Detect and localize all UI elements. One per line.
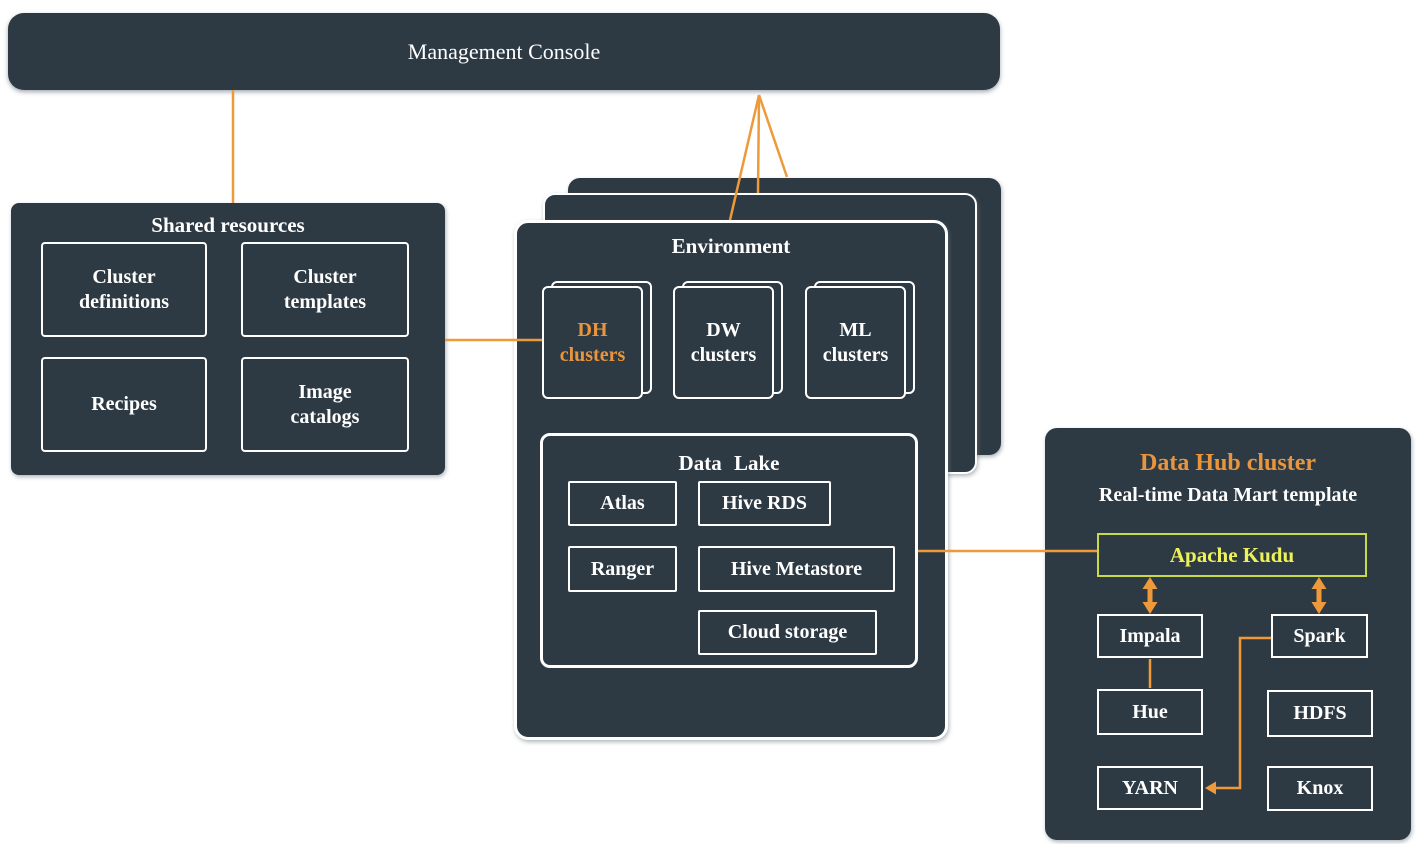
environment-title: Environment [671, 234, 791, 258]
impala-box: Impala [1097, 614, 1203, 658]
impala-label: Impala [1119, 624, 1181, 647]
cluster-definitions-box: Cluster definitions [41, 242, 207, 337]
environment-box: Environment DH clusters DW clusters ML c… [514, 220, 948, 740]
hive-metastore-label: Hive Metastore [730, 557, 863, 580]
apache-kudu-label: Apache Kudu [1169, 542, 1295, 567]
ranger-box: Ranger [568, 546, 677, 592]
recipes-label: Recipes [91, 393, 157, 415]
spark-label: Spark [1293, 624, 1346, 647]
hue-box: Hue [1097, 689, 1203, 735]
data-hub-subtitle: Real-time Data Mart template [1098, 484, 1358, 506]
ranger-label: Ranger [590, 557, 655, 580]
data-lake-title: Data Lake [678, 451, 780, 475]
cluster-templates-label: Cluster templates [283, 265, 367, 313]
image-catalogs-label: Image catalogs [290, 380, 360, 428]
spark-box: Spark [1271, 614, 1368, 658]
shared-resources-title: Shared resources [151, 213, 305, 237]
dh-clusters-label: DH clusters [559, 318, 626, 366]
hue-label: Hue [1132, 700, 1168, 723]
data-lake-box: Data Lake Atlas Hive RDS Ranger Hive Met… [540, 433, 918, 668]
management-console-box: Management Console [8, 13, 1000, 90]
management-console-label: Management Console [407, 38, 601, 64]
hive-rds-label: Hive RDS [722, 492, 807, 514]
cloud-storage-box: Cloud storage [698, 610, 877, 655]
ml-clusters-box: ML clusters [805, 286, 906, 399]
apache-kudu-box: Apache Kudu [1097, 533, 1367, 577]
dw-clusters-box: DW clusters [673, 286, 774, 399]
hive-rds-box: Hive RDS [698, 481, 831, 526]
shared-resources-box: Shared resources Cluster definitions Clu… [11, 203, 445, 475]
atlas-box: Atlas [568, 481, 677, 526]
atlas-label: Atlas [600, 492, 645, 514]
dw-clusters-label: DW clusters [690, 318, 757, 366]
hive-metastore-box: Hive Metastore [698, 546, 895, 592]
knox-box: Knox [1267, 766, 1373, 811]
dh-clusters-box: DH clusters [542, 286, 643, 399]
image-catalogs-box: Image catalogs [241, 357, 409, 452]
cluster-templates-box: Cluster templates [241, 242, 409, 337]
yarn-box: YARN [1097, 766, 1203, 810]
knox-label: Knox [1296, 777, 1344, 799]
data-hub-cluster-box: Data Hub cluster Real-time Data Mart tem… [1045, 428, 1411, 840]
hdfs-label: HDFS [1293, 702, 1347, 724]
cluster-definitions-label: Cluster definitions [78, 265, 170, 313]
ml-clusters-label: ML clusters [822, 318, 889, 366]
recipes-box: Recipes [41, 357, 207, 452]
yarn-label: YARN [1122, 776, 1178, 799]
hdfs-box: HDFS [1267, 690, 1373, 737]
cloud-storage-label: Cloud storage [727, 621, 848, 643]
connector-console-to-env-back [757, 94, 789, 178]
data-hub-cluster-title: Data Hub cluster [1140, 450, 1316, 476]
